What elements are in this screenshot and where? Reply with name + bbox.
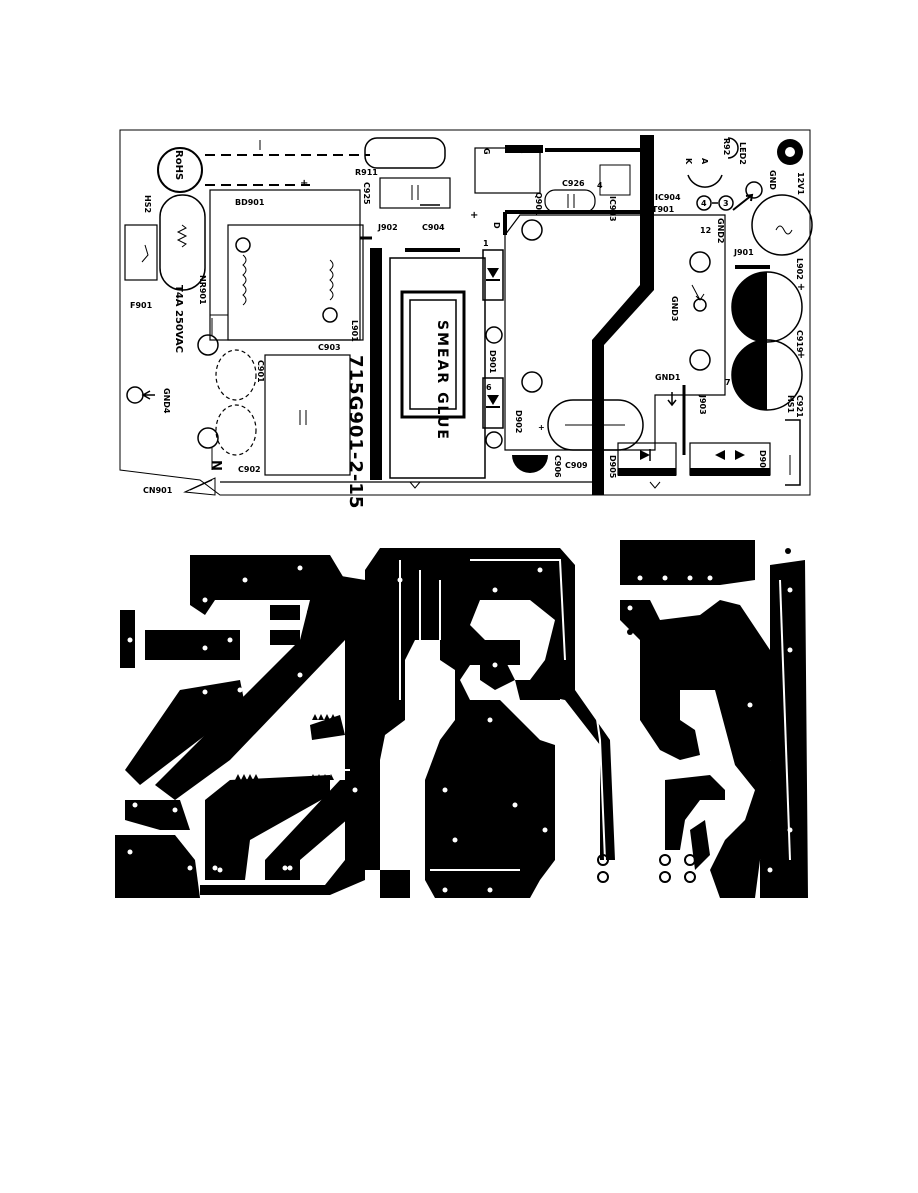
svg-text:+: +	[470, 210, 478, 221]
copper-via-dots	[157, 548, 791, 883]
label-fuse-rating: T4A 250VAC	[173, 285, 184, 353]
label-t901: T901	[652, 205, 675, 214]
label-d: D	[492, 222, 501, 229]
j902-jumper	[370, 248, 382, 480]
copper-trace-view	[115, 540, 808, 898]
label-led2: LED2	[738, 142, 747, 165]
label-ic904: IC904	[655, 193, 681, 202]
label-gnd3: GND3	[670, 296, 679, 321]
label-gnd1: GND1	[655, 373, 681, 382]
label-gnd-top: GND	[768, 170, 777, 190]
label-d905: D905	[608, 455, 617, 479]
label-d901: D901	[488, 350, 497, 374]
c919-capacitor: + C919	[731, 265, 805, 353]
label-s: S	[518, 148, 527, 154]
isolation-stripe	[592, 135, 654, 495]
label-c926: C926	[562, 179, 585, 188]
label-c903: C903	[318, 343, 341, 352]
label-d904: D904	[758, 450, 767, 474]
label-num-6: 6	[486, 383, 492, 392]
label-num-4: 4	[701, 199, 707, 208]
label-ntc901: NR901	[198, 275, 207, 305]
label-l901: L901	[350, 320, 359, 342]
svg-text:+: +	[538, 423, 545, 432]
label-smear-glue: SMEAR GLUE	[434, 320, 450, 441]
label-gnd2: GND2	[716, 218, 725, 243]
label-num-3: 3	[723, 199, 729, 208]
smear-glue-box: SMEAR GLUE	[400, 290, 466, 441]
label-num-7: 7	[725, 378, 731, 387]
label-c906: C906	[553, 455, 562, 478]
svg-text:+: +	[797, 350, 805, 361]
label-j901: J901	[733, 248, 754, 257]
copper-isolation	[220, 559, 791, 871]
silkscreen-view: RoHS R911 HS2 NR901 T4A 250VAC F901 BD90…	[119, 129, 813, 509]
board-id: 715G901-2-15	[345, 355, 366, 509]
label-g: G	[482, 148, 491, 155]
label-c901: C901	[256, 360, 265, 383]
label-f901: F901	[130, 301, 153, 310]
hs2-outline	[124, 224, 158, 281]
label-c909: C909	[565, 461, 588, 470]
c921-capacitor: + C921	[731, 339, 805, 418]
l901-coils	[235, 237, 338, 323]
label-n-pin: N	[208, 460, 223, 471]
label-j903: J903	[698, 394, 707, 415]
label-cn901: CN901	[143, 486, 173, 495]
label-c919: C919	[795, 330, 804, 353]
spark-gaps	[235, 714, 336, 780]
ntc-body	[159, 194, 206, 291]
label-num-12: 12	[700, 226, 711, 235]
label-hs1: HS1	[786, 395, 795, 413]
label-j902: J902	[377, 223, 398, 232]
label-num-1: 1	[483, 239, 489, 248]
label-l902: L902	[795, 258, 804, 280]
label-a: A	[700, 158, 709, 165]
label-r911: R911	[355, 168, 378, 177]
svg-text:+: +	[797, 282, 805, 293]
c906-capacitor	[512, 455, 548, 473]
label-c925: C925	[362, 182, 371, 205]
label-r92: R92	[722, 138, 731, 155]
label-q901: Q901	[534, 192, 543, 216]
label-gnd4: GND4	[162, 388, 171, 414]
svg-text:+: +	[300, 178, 308, 189]
label-c902: C902	[238, 465, 261, 474]
label-ic903: IC903	[608, 196, 617, 222]
label-hs2: HS2	[143, 195, 152, 213]
rohs-mark: RoHS	[157, 147, 203, 193]
r911-body	[364, 137, 446, 169]
label-rohs: RoHS	[173, 150, 184, 180]
label-c921: C921	[795, 395, 804, 418]
label-bd901: BD901	[235, 198, 265, 207]
label-k: K	[684, 158, 693, 165]
label-d902: D902	[514, 410, 523, 433]
label-v12: 12V1	[796, 172, 805, 195]
label-c904: C904	[422, 223, 445, 232]
copper-pads	[127, 565, 793, 893]
